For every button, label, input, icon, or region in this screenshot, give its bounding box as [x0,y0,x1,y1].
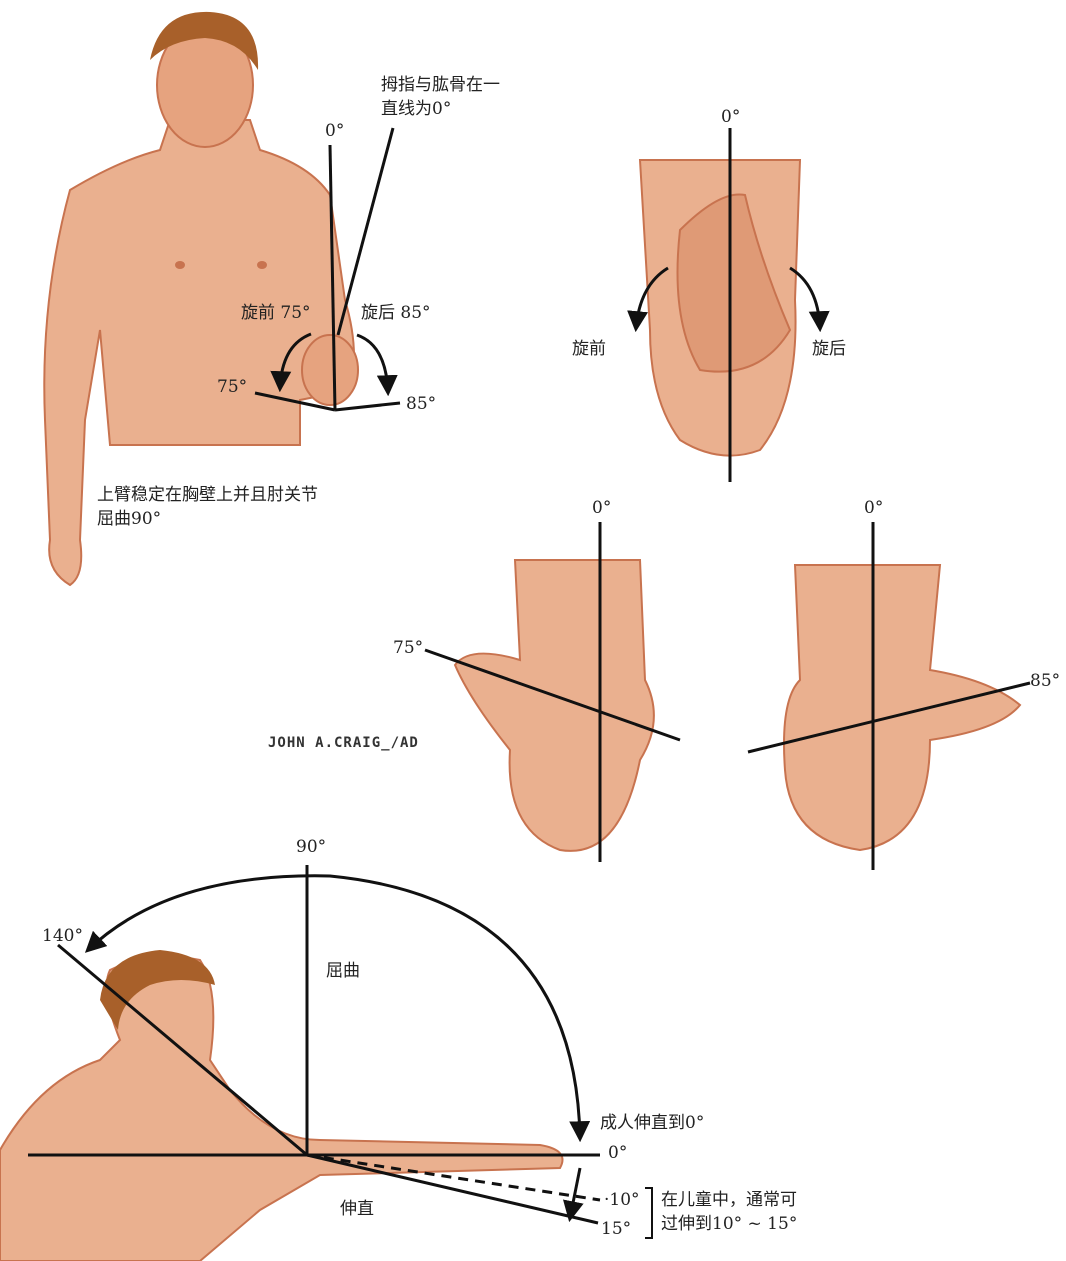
pronation-label: 旋前 [572,339,606,359]
zero-degree-label: 0° [864,498,884,518]
bottom-angle-lines [28,865,653,1239]
extension-label: 伸直 [340,1199,374,1219]
adult-extension-note: 成人伸直到0° [600,1113,705,1133]
forearm-supinated-figure [783,564,1022,852]
caption: 屈曲90° [97,509,162,529]
ten-degree-label: ·10° [604,1190,640,1210]
fifteen-degree-label: 15° [601,1219,632,1239]
thumb-note: 拇指与肱骨在一 [381,75,500,95]
artist-signature: JOHN A.CRAIG_/AD [268,735,419,751]
ninety-degree-label: 90° [296,837,327,857]
zero-degree-label: 0° [608,1143,628,1163]
thumb-note: 直线为0° [381,99,452,119]
supination-label: 旋后 85° [361,303,431,323]
side-view-man-figure [0,950,564,1261]
supination-label: 旋后 [812,339,846,359]
pronation-angle-label: 75° [393,638,424,658]
pronation-end-label: 75° [217,377,248,397]
zero-degree-label: 0° [592,498,612,518]
top-right-lines [627,128,830,482]
child-hyperextension-note: 过伸到10° ~ 15° [661,1214,798,1234]
top-left-angle-lines [254,127,401,412]
supination-end-label: 85° [406,394,437,414]
forearm-pronated-figure [453,559,655,852]
pronation-label: 旋前 75° [241,303,311,323]
max-flexion-label: 140° [42,926,83,946]
middle-lines [424,522,1031,870]
supination-angle-label: 85° [1030,671,1061,691]
forearm-neutral-figure [638,159,802,457]
standing-man-figure [43,11,359,587]
caption: 上臂稳定在胸壁上并且肘关节 [97,485,318,505]
child-hyperextension-note: 在儿童中，通常可 [661,1190,797,1210]
zero-degree-label: 0° [325,121,345,141]
zero-degree-label: 0° [721,107,741,127]
flexion-label: 屈曲 [326,961,360,981]
